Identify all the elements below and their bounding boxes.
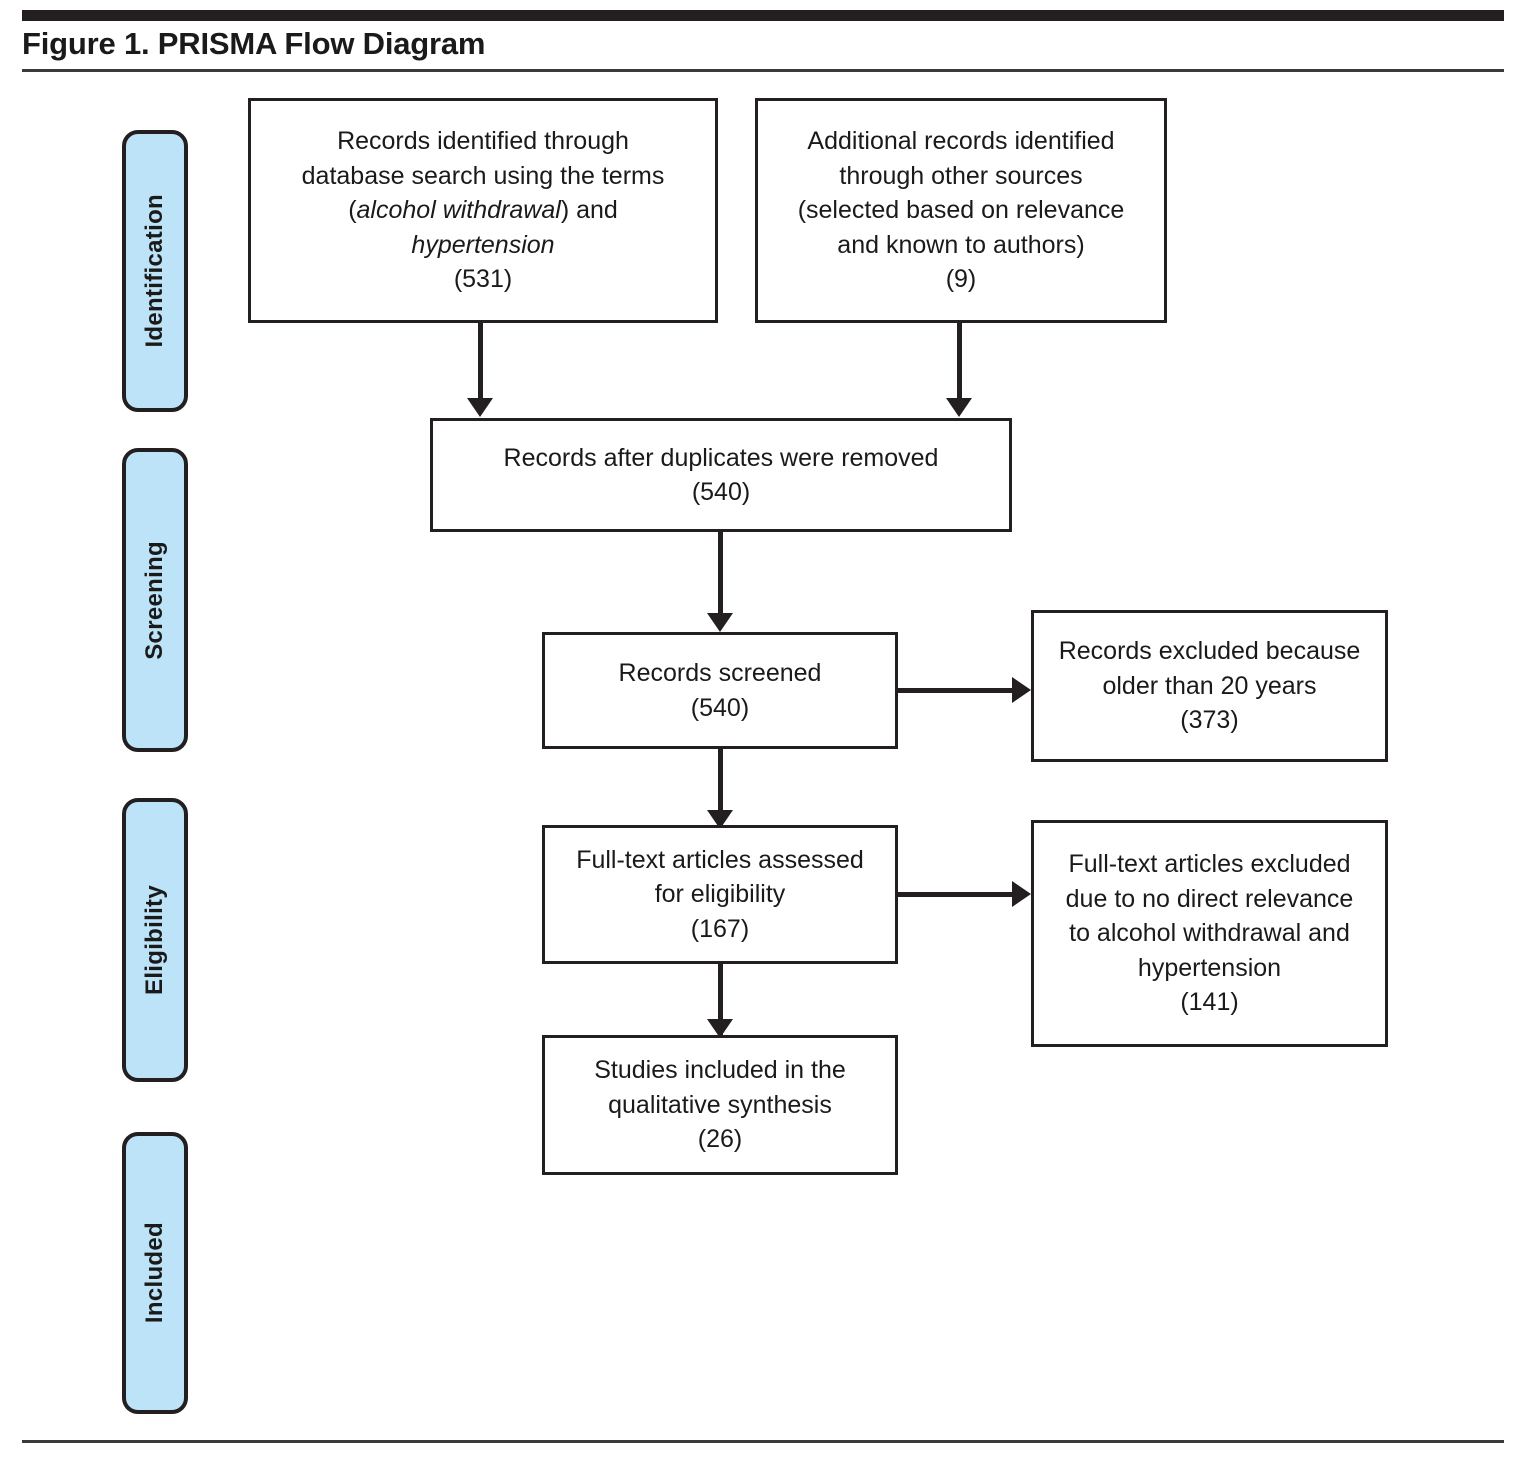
node-duplicates-removed: Records after duplicates were removed (5… (430, 418, 1012, 532)
os-line-1: Additional records identified (807, 127, 1115, 156)
os-line-4: and known to authors) (837, 230, 1085, 259)
db-line-1: Records identified through (337, 127, 629, 156)
connector-fulltext-to-included-line (718, 964, 723, 1036)
node-records-excluded: Records excluded because older than 20 y… (1031, 610, 1388, 762)
title-rule (22, 69, 1504, 72)
top-rule (22, 10, 1504, 21)
os-line-3: (selected based on relevance (797, 196, 1125, 225)
connector-screened-to-fulltext-line (718, 749, 723, 827)
assessed-line-1: Full-text articles assessed (576, 845, 864, 874)
node-studies-included-text: Studies included in the qualitative synt… (594, 1053, 846, 1157)
stage-screening-label: Screening (141, 540, 168, 660)
connector-fulltext-to-excluded-arrowhead (1012, 881, 1031, 907)
assessed-line-2: for eligibility (654, 880, 786, 909)
node-other-sources-text: Additional records identified through ot… (798, 124, 1125, 297)
connector-fulltext-to-excluded-line (898, 892, 1014, 897)
db-count: (531) (453, 265, 513, 294)
connector-duplicates-to-screened-line (718, 532, 723, 623)
connector-duplicates-to-screened-arrowhead (707, 613, 733, 632)
screened-count: (540) (690, 693, 750, 722)
stage-identification-label: Identification (141, 194, 168, 348)
connector-db-to-duplicates-line (478, 323, 483, 401)
node-records-screened: Records screened (540) (542, 632, 898, 749)
ft-excluded-line-4: hypertension (1137, 953, 1282, 982)
stage-screening: Screening (122, 448, 188, 752)
node-fulltext-assessed: Full-text articles assessed for eligibil… (542, 825, 898, 964)
node-other-sources: Additional records identified through ot… (755, 98, 1167, 323)
connector-other-to-duplicates-line (957, 323, 962, 401)
node-records-screened-text: Records screened (540) (619, 656, 822, 725)
node-studies-included: Studies included in the qualitative synt… (542, 1035, 898, 1175)
connector-screened-to-excluded-line (898, 688, 1014, 693)
node-records-excluded-text: Records excluded because older than 20 y… (1059, 634, 1361, 738)
db-line-3-tail: ) and (560, 196, 618, 225)
connector-screened-to-excluded-arrowhead (1012, 677, 1031, 703)
included-count: (26) (697, 1125, 743, 1154)
ft-excluded-count: (141) (1180, 988, 1239, 1017)
connector-other-to-duplicates-arrowhead (946, 398, 972, 417)
os-count: (9) (945, 265, 977, 294)
excluded-count: (373) (1180, 706, 1239, 735)
assessed-count: (167) (690, 914, 750, 943)
node-fulltext-excluded: Full-text articles excluded due to no di… (1031, 820, 1388, 1047)
node-duplicates-removed-text: Records after duplicates were removed (5… (504, 441, 939, 510)
stage-eligibility-label: Eligibility (141, 885, 168, 995)
db-line-3-open-paren: ( (348, 196, 357, 225)
dup-line-1: Records after duplicates were removed (503, 443, 939, 472)
screened-line-1: Records screened (618, 659, 822, 687)
db-term-hypertension: hypertension (411, 230, 555, 259)
dup-count: (540) (691, 478, 751, 506)
excluded-line-2: older than 20 years (1102, 671, 1317, 700)
ft-excluded-line-1: Full-text articles excluded (1068, 850, 1351, 879)
ft-excluded-line-2: due to no direct relevance (1065, 884, 1354, 913)
stage-eligibility: Eligibility (122, 798, 188, 1082)
included-line-1: Studies included in the (594, 1056, 846, 1085)
page-title: Figure 1. PRISMA Flow Diagram (22, 26, 486, 61)
node-fulltext-excluded-text: Full-text articles excluded due to no di… (1066, 847, 1354, 1020)
excluded-line-1: Records excluded because (1058, 637, 1361, 666)
db-line-2: database search using the terms (301, 161, 665, 190)
bottom-rule (22, 1440, 1504, 1443)
os-line-2: through other sources (839, 161, 1083, 190)
stage-identification: Identification (122, 130, 188, 412)
stage-included: Included (122, 1132, 188, 1414)
connector-fulltext-to-included-arrowhead (707, 1019, 733, 1038)
connector-screened-to-fulltext-arrowhead (707, 810, 733, 829)
node-database-search: Records identified through database sear… (248, 98, 718, 323)
ft-excluded-line-3: to alcohol withdrawal and (1069, 919, 1350, 948)
node-database-search-text: Records identified through database sear… (302, 124, 665, 297)
node-fulltext-assessed-text: Full-text articles assessed for eligibil… (576, 843, 864, 947)
included-line-2: qualitative synthesis (608, 1090, 832, 1119)
stage-included-label: Included (141, 1222, 168, 1324)
connector-db-to-duplicates-arrowhead (467, 398, 493, 417)
db-term-alcohol-withdrawal: alcohol withdrawal (356, 196, 561, 225)
